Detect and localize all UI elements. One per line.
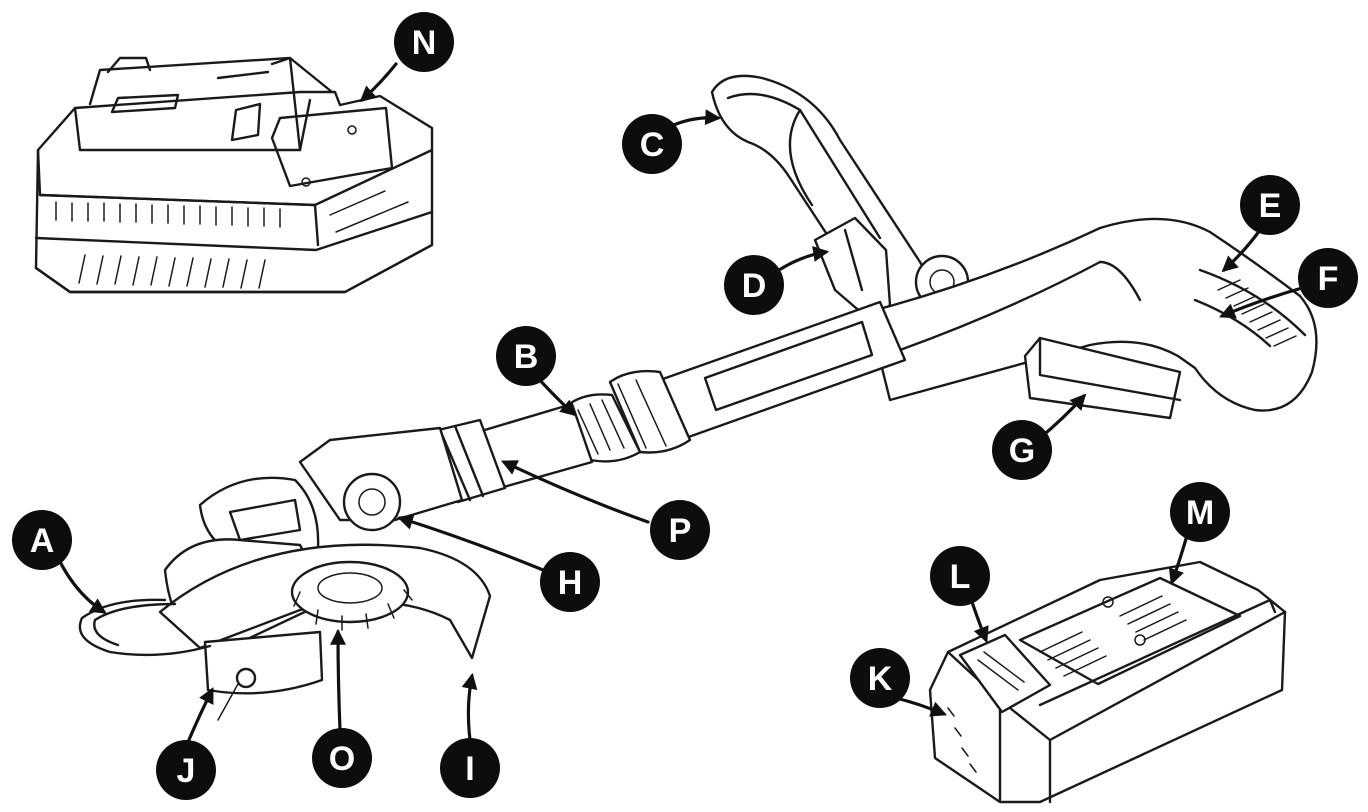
callout-p-label: P [669, 512, 692, 550]
callout-h: H [540, 552, 600, 612]
leader-h [396, 514, 550, 574]
callout-n: N [394, 12, 454, 72]
leader-n [359, 62, 398, 103]
battery-pack-illustration [928, 560, 1287, 804]
leader-e [1221, 228, 1262, 273]
leader-o [330, 628, 347, 732]
leader-p [501, 460, 650, 524]
callout-l: L [930, 546, 990, 606]
callout-d-label: D [742, 267, 767, 305]
callout-d: D [724, 255, 784, 315]
callout-m: M [1170, 482, 1230, 542]
callout-c-label: C [640, 126, 665, 164]
trimmer-illustration [78, 74, 1318, 721]
charger-illustration [34, 56, 434, 294]
callout-i-label: I [465, 750, 474, 788]
callout-i: I [440, 738, 500, 798]
callout-e-label: E [1259, 187, 1282, 225]
leader-f [1219, 286, 1304, 319]
callout-k: K [850, 648, 910, 708]
callout-j: J [156, 740, 216, 800]
callout-l-label: L [950, 558, 971, 596]
callout-f-label: F [1318, 260, 1339, 298]
callout-o-label: O [329, 740, 355, 778]
callout-m-label: M [1186, 494, 1214, 532]
callout-b: B [496, 326, 556, 386]
callout-b-label: B [514, 338, 539, 376]
leader-j [186, 687, 214, 744]
callout-k-label: K [868, 660, 893, 698]
callout-g: G [992, 420, 1052, 480]
leader-d [774, 246, 830, 274]
callout-p: P [650, 500, 710, 560]
callout-j-label: J [177, 752, 196, 790]
callout-g-label: G [1009, 432, 1035, 470]
callout-h-label: H [558, 564, 583, 602]
callout-n-label: N [412, 24, 437, 62]
callout-a-label: A [30, 522, 55, 560]
callout-e: E [1240, 175, 1300, 235]
callout-f: F [1298, 248, 1358, 308]
callout-o: O [312, 728, 372, 788]
leader-i [461, 672, 478, 742]
callout-a: A [12, 510, 72, 570]
callout-c: C [622, 114, 682, 174]
